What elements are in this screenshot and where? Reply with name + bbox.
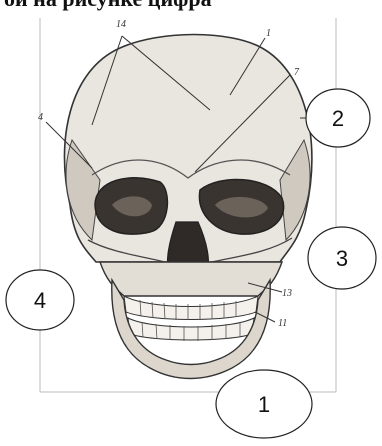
callout-4-label: 4: [34, 288, 46, 313]
label-4-small: 4: [38, 112, 43, 123]
callout-1: 1: [216, 370, 312, 438]
callout-2: 2: [306, 89, 370, 147]
callout-2-label: 2: [332, 106, 344, 131]
label-1-top: 1: [266, 28, 271, 39]
callout-3-label: 3: [336, 246, 348, 271]
label-14: 14: [116, 19, 126, 30]
label-11: 11: [278, 318, 287, 329]
skull-illustration: [64, 35, 311, 379]
callout-1-label: 1: [258, 392, 270, 417]
label-7: 7: [294, 67, 300, 78]
callout-4: 4: [6, 270, 74, 330]
callout-3: 3: [308, 227, 376, 289]
label-13: 13: [282, 288, 292, 299]
